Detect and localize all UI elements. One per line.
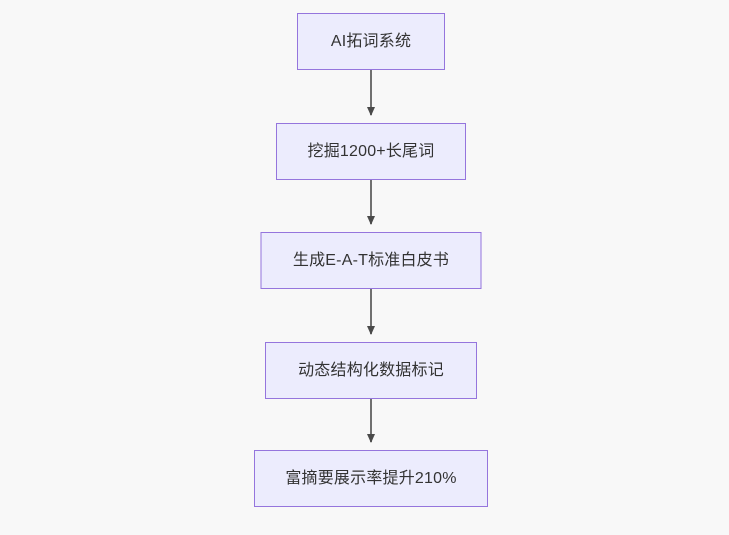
flowchart-node-1-label: AI拓词系统 (330, 32, 412, 50)
flowchart-node-3-label: 生成E-A-T标准白皮书 (292, 251, 450, 269)
flowchart-node-1[interactable]: AI拓词系统 (297, 13, 445, 70)
flowchart-node-2[interactable]: 挖掘1200+长尾词 (276, 123, 466, 180)
flowchart-node-4-label: 动态结构化数据标记 (298, 361, 444, 379)
flowchart-node-5-label: 富摘要展示率提升210% (285, 469, 457, 487)
flowchart-node-4[interactable]: 动态结构化数据标记 (265, 342, 477, 399)
flowchart-node-3[interactable]: 生成E-A-T标准白皮书 (260, 232, 482, 289)
flowchart-node-5[interactable]: 富摘要展示率提升210% (254, 450, 488, 507)
flowchart-node-2-label: 挖掘1200+长尾词 (307, 142, 435, 160)
